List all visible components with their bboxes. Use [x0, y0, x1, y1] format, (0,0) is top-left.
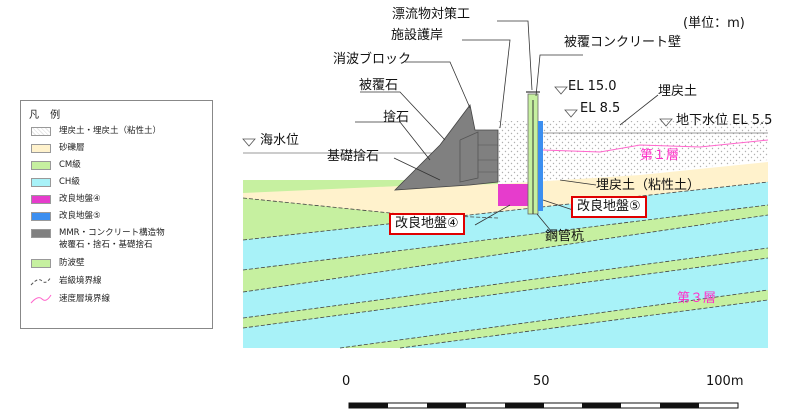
label-layer-3: 第３層	[677, 291, 717, 306]
legend-item-sea-wall: 防波壁	[27, 257, 212, 270]
scale-bar	[348, 402, 739, 409]
scale-tick-50: 50	[533, 374, 550, 389]
legend: 凡 例 埋戻土・埋戻土（粘性土） 砂礫層 CM級 CH級 改良地盤④ 改良地盤⑤…	[20, 100, 213, 329]
label-layer-1: 第１層	[640, 148, 680, 163]
label-improved-ground-4: 改良地盤④	[389, 213, 465, 235]
rock-boundary-line-2	[242, 204, 769, 271]
rock-boundary-line-3	[242, 214, 769, 293]
el85-marker-icon	[564, 109, 578, 118]
rock-boundary-line-5	[242, 257, 769, 329]
legend-item-velocity-boundary: 速度層境界線	[27, 293, 212, 306]
scale-tick-100m: 100m	[706, 374, 744, 389]
wave-block-texture	[459, 131, 479, 183]
leader-facility-revetment	[462, 39, 511, 129]
leader-drift-measures	[497, 20, 533, 91]
legend-item-improved4: 改良地盤④	[27, 193, 212, 206]
legend-title: 凡 例	[29, 110, 65, 121]
label-backfill: 埋戻土	[658, 84, 698, 99]
label-cover-concrete-wall: 被覆コンクリート壁	[564, 35, 682, 50]
improved4-swatch	[31, 195, 51, 204]
mmr-swatch	[31, 229, 51, 238]
rock-boundary-line-1	[242, 181, 769, 241]
legend-item-rock-boundary: 岩級境界線	[27, 275, 212, 288]
dashed-line-icon	[30, 276, 52, 286]
leader-base-rubble	[393, 157, 441, 181]
legend-item-gravel: 砂礫層	[27, 142, 212, 155]
label-facility-revetment: 施設護岸	[391, 28, 444, 43]
velocity-layer-boundary	[542, 139, 769, 153]
legend-item-backfill: 埋戻土・埋戻土（粘性土）	[27, 125, 212, 138]
legend-label: 岩級境界線	[59, 276, 102, 286]
backfill-zone	[498, 121, 768, 190]
label-cover-stone: 被覆石	[359, 78, 399, 93]
label-el-150: EL 15.0	[568, 79, 617, 94]
label-el-85: EL 8.5	[580, 101, 621, 116]
legend-label: 防波壁	[59, 258, 85, 268]
sea-level-marker-icon	[242, 138, 256, 147]
label-steel-pipe-pile: 鋼管杭	[545, 229, 585, 244]
legend-label: MMR・コンクリート構造物	[59, 228, 165, 238]
legend-label: 改良地盤④	[59, 194, 101, 204]
gravel-swatch	[31, 144, 51, 153]
improved-ground-5-zone	[538, 121, 543, 211]
legend-label: 改良地盤⑤	[59, 211, 101, 221]
pink-line-icon	[30, 294, 52, 304]
backfill-swatch	[31, 127, 51, 136]
label-wave-block: 消波ブロック	[333, 52, 412, 67]
label-rubble: 捨石	[383, 110, 410, 125]
improved-ground-4-zone	[498, 184, 528, 206]
legend-item-ch: CH級	[27, 176, 212, 189]
legend-label: 埋戻土・埋戻土（粘性土）	[59, 126, 162, 136]
label-backfill-clay: 埋戻土（粘性土）	[596, 178, 701, 193]
legend-label-sub: 被覆石・捨石・基礎捨石	[59, 240, 153, 250]
improved5-swatch	[31, 212, 51, 221]
legend-label: 速度層境界線	[59, 294, 111, 304]
label-base-rubble: 基礎捨石	[327, 149, 380, 164]
cm-class-stripe-2	[340, 290, 768, 348]
label-drift-measures: 漂流物対策工	[392, 7, 471, 22]
rock-boundary-line-4	[242, 247, 769, 319]
leader-cover-concrete-wall	[535, 54, 583, 97]
leader-rubble	[355, 121, 431, 161]
legend-item-improved5: 改良地盤⑤	[27, 210, 212, 223]
el150-marker-icon	[554, 86, 568, 95]
leader-improved4	[474, 204, 511, 226]
ch-swatch	[31, 178, 51, 187]
label-groundwater: 地下水位 EL 5.5	[676, 113, 773, 128]
legend-label: 砂礫層	[59, 143, 85, 153]
leader-cover-stone	[360, 91, 446, 141]
label-improved-ground-5: 改良地盤⑤	[571, 196, 647, 218]
rock-boundary-line-7	[399, 299, 769, 349]
leader-improved5	[542, 199, 574, 211]
unit-note: (単位：m)	[683, 16, 745, 31]
sea-wall-swatch	[31, 259, 51, 268]
leader-backfill	[619, 94, 659, 126]
leader-backfill-clay	[559, 179, 597, 186]
rubble-mound	[393, 104, 499, 191]
leader-steel-pipe	[536, 213, 557, 238]
cm-class-stripe-1	[243, 248, 768, 328]
scale-tick-0: 0	[342, 374, 351, 389]
legend-item-cm: CM級	[27, 159, 212, 172]
leader-wave-block	[405, 61, 471, 109]
label-sea-level: 海水位	[260, 133, 300, 148]
legend-label: CM級	[59, 160, 81, 170]
legend-label: CH級	[59, 177, 80, 187]
groundwater-marker-icon	[659, 118, 673, 127]
legend-item-mmr: MMR・コンクリート構造物 被覆石・捨石・基礎捨石	[27, 227, 212, 253]
cm-swatch	[31, 161, 51, 170]
